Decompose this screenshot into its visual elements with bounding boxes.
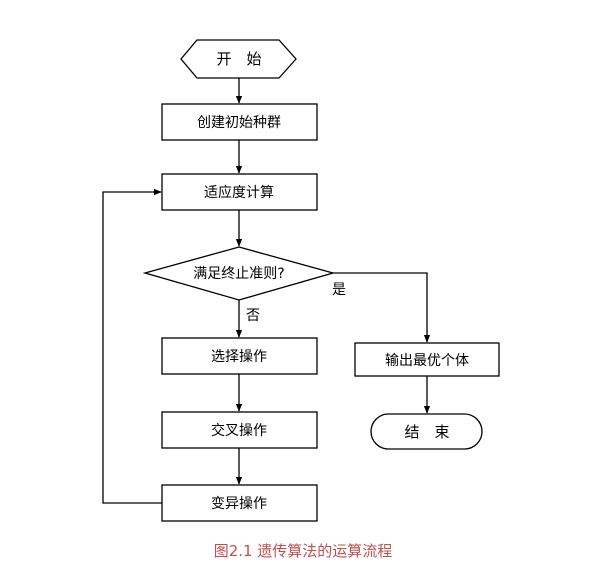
decision-node: 满足终止准则?: [142, 246, 336, 301]
start-node: 开 始: [180, 39, 297, 79]
mutation-node: 变异操作: [161, 484, 318, 522]
crossover-node: 交叉操作: [161, 411, 318, 449]
decision-label: 满足终止准则?: [193, 266, 284, 282]
fitness-calc-label: 适应度计算: [204, 184, 274, 201]
arrow-decision-yes: [333, 272, 431, 343]
no-label: 否: [246, 308, 260, 324]
yes-label: 是: [332, 282, 346, 298]
selection-node: 选择操作: [161, 337, 318, 375]
arrow-loop-back: [102, 188, 162, 504]
start-label: 开 始: [216, 50, 261, 68]
end-node: 结 束: [370, 413, 483, 450]
crossover-label: 交叉操作: [211, 422, 267, 439]
output-best-label: 输出最优个体: [385, 353, 469, 369]
fitness-calc-node: 适应度计算: [161, 173, 318, 211]
end-label: 结 束: [404, 423, 449, 441]
figure-caption: 图2.1 遗传算法的运算流程: [214, 542, 393, 560]
selection-label: 选择操作: [211, 349, 267, 365]
mutation-label: 变异操作: [211, 496, 267, 512]
init-population-label: 创建初始种群: [197, 114, 281, 131]
init-population-node: 创建初始种群: [161, 103, 318, 141]
output-best-node: 输出最优个体: [354, 342, 500, 377]
